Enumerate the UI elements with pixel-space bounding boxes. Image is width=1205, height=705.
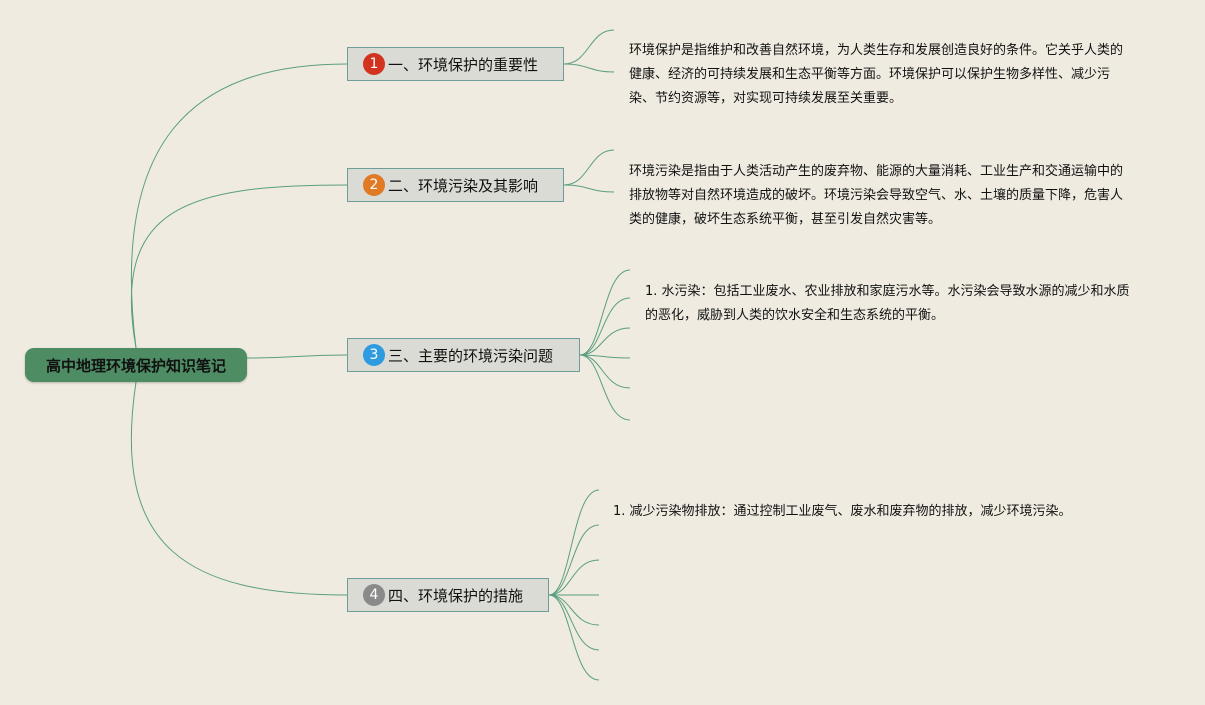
connector-topic3-branch-2 — [579, 327, 631, 356]
connector-topic4-branch-4 — [548, 594, 600, 626]
note-pollution-impact[interactable]: 环境污染是指由于人类活动产生的废弃物、能源的大量消耗、工业生产和交通运输中的排放… — [629, 164, 1124, 227]
root-label: 高中地理环境保护知识笔记 — [45, 356, 226, 375]
connector-topic4-branch-2 — [548, 559, 600, 596]
connector-topic2-note — [563, 149, 615, 186]
number-badge-1: 1 — [363, 53, 385, 75]
number-badge-3: 3 — [363, 344, 385, 366]
subtopic-water-pollution[interactable]: 1. 水污染：包括工业废水、农业排放和家庭污水等。水污染会导致水源的减少和水质的… — [645, 284, 1130, 323]
number-badge-4: 4 — [363, 584, 385, 606]
connector-topic3-branch-3 — [579, 354, 631, 359]
topic-main-problems[interactable]: 3 三、主要的环境污染问题 — [347, 338, 580, 372]
connector-topic3-branch-5 — [579, 354, 631, 421]
topic-label: 三、主要的环境污染问题 — [388, 346, 554, 365]
topic-importance[interactable]: 1 一、环境保护的重要性 — [347, 47, 564, 81]
connector-root-topic2 — [131, 184, 348, 349]
connector-topic1-note-b — [563, 63, 615, 73]
subtopic-reduce-emissions[interactable]: 1. 减少污染物排放：通过控制工业废气、废水和废弃物的排放，减少环境污染。 — [613, 504, 1072, 519]
connector-root-topic4 — [130, 381, 348, 596]
connector-root-topic1 — [130, 63, 348, 349]
topic-pollution-impact[interactable]: 2 二、环境污染及其影响 — [347, 168, 564, 202]
connector-topic3-branch-4 — [579, 354, 631, 389]
note-importance[interactable]: 环境保护是指维护和改善自然环境，为人类生存和发展创造良好的条件。它关乎人类的健康… — [629, 43, 1124, 106]
connector-topic4-branch-0 — [548, 489, 600, 596]
connector-topic4-branch-5 — [548, 594, 600, 651]
connector-root-topic3 — [246, 354, 348, 359]
connector-topic4-branch-6 — [548, 594, 600, 681]
connector-topic3-branch-1 — [579, 297, 631, 356]
topic-label: 一、环境保护的重要性 — [388, 55, 539, 74]
connector-topic3-branch-0 — [579, 269, 631, 356]
number-badge-2: 2 — [363, 174, 385, 196]
topic-measures[interactable]: 4 四、环境保护的措施 — [347, 578, 549, 612]
connector-topic1-note — [563, 29, 615, 65]
connector-topic4-branch-1 — [548, 524, 600, 596]
root-topic[interactable]: 高中地理环境保护知识笔记 — [25, 348, 247, 382]
connector-topic2-note-b — [563, 184, 615, 193]
topic-label: 四、环境保护的措施 — [388, 586, 524, 605]
topic-label: 二、环境污染及其影响 — [388, 176, 539, 195]
